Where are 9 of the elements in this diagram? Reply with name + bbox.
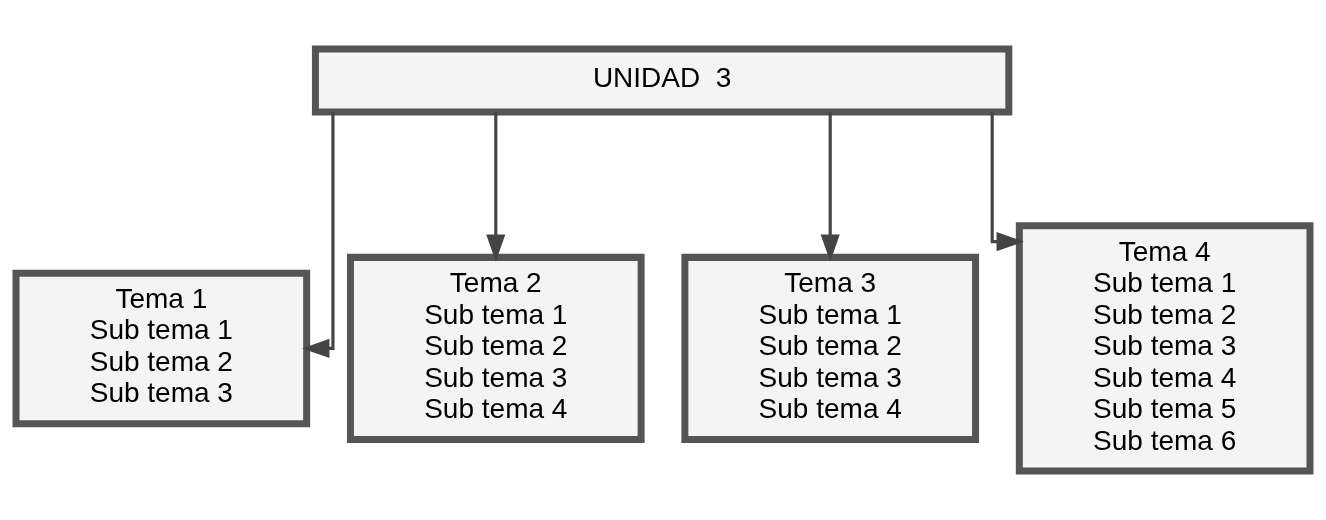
arrow xyxy=(820,112,840,262)
node-box: Tema 4 Sub tema 1 Sub tema 2 Sub tema 3 Sub tema 4 Sub tema 5 Sub tema 6 xyxy=(1015,222,1314,475)
arrow xyxy=(486,112,506,262)
node-box: Tema 1 Sub tema 1 Sub tema 2 Sub tema 3 xyxy=(12,269,311,428)
node-box: Tema 3 Sub tema 1 Sub tema 2 Sub tema 3 Sub tema 4 xyxy=(681,253,980,443)
arrow xyxy=(990,112,1024,252)
node-box: UNIDAD 3 xyxy=(311,45,1013,116)
arrow xyxy=(302,112,335,358)
node-box: Tema 2 Sub tema 1 Sub tema 2 Sub tema 3 Sub tema 4 xyxy=(346,253,645,443)
